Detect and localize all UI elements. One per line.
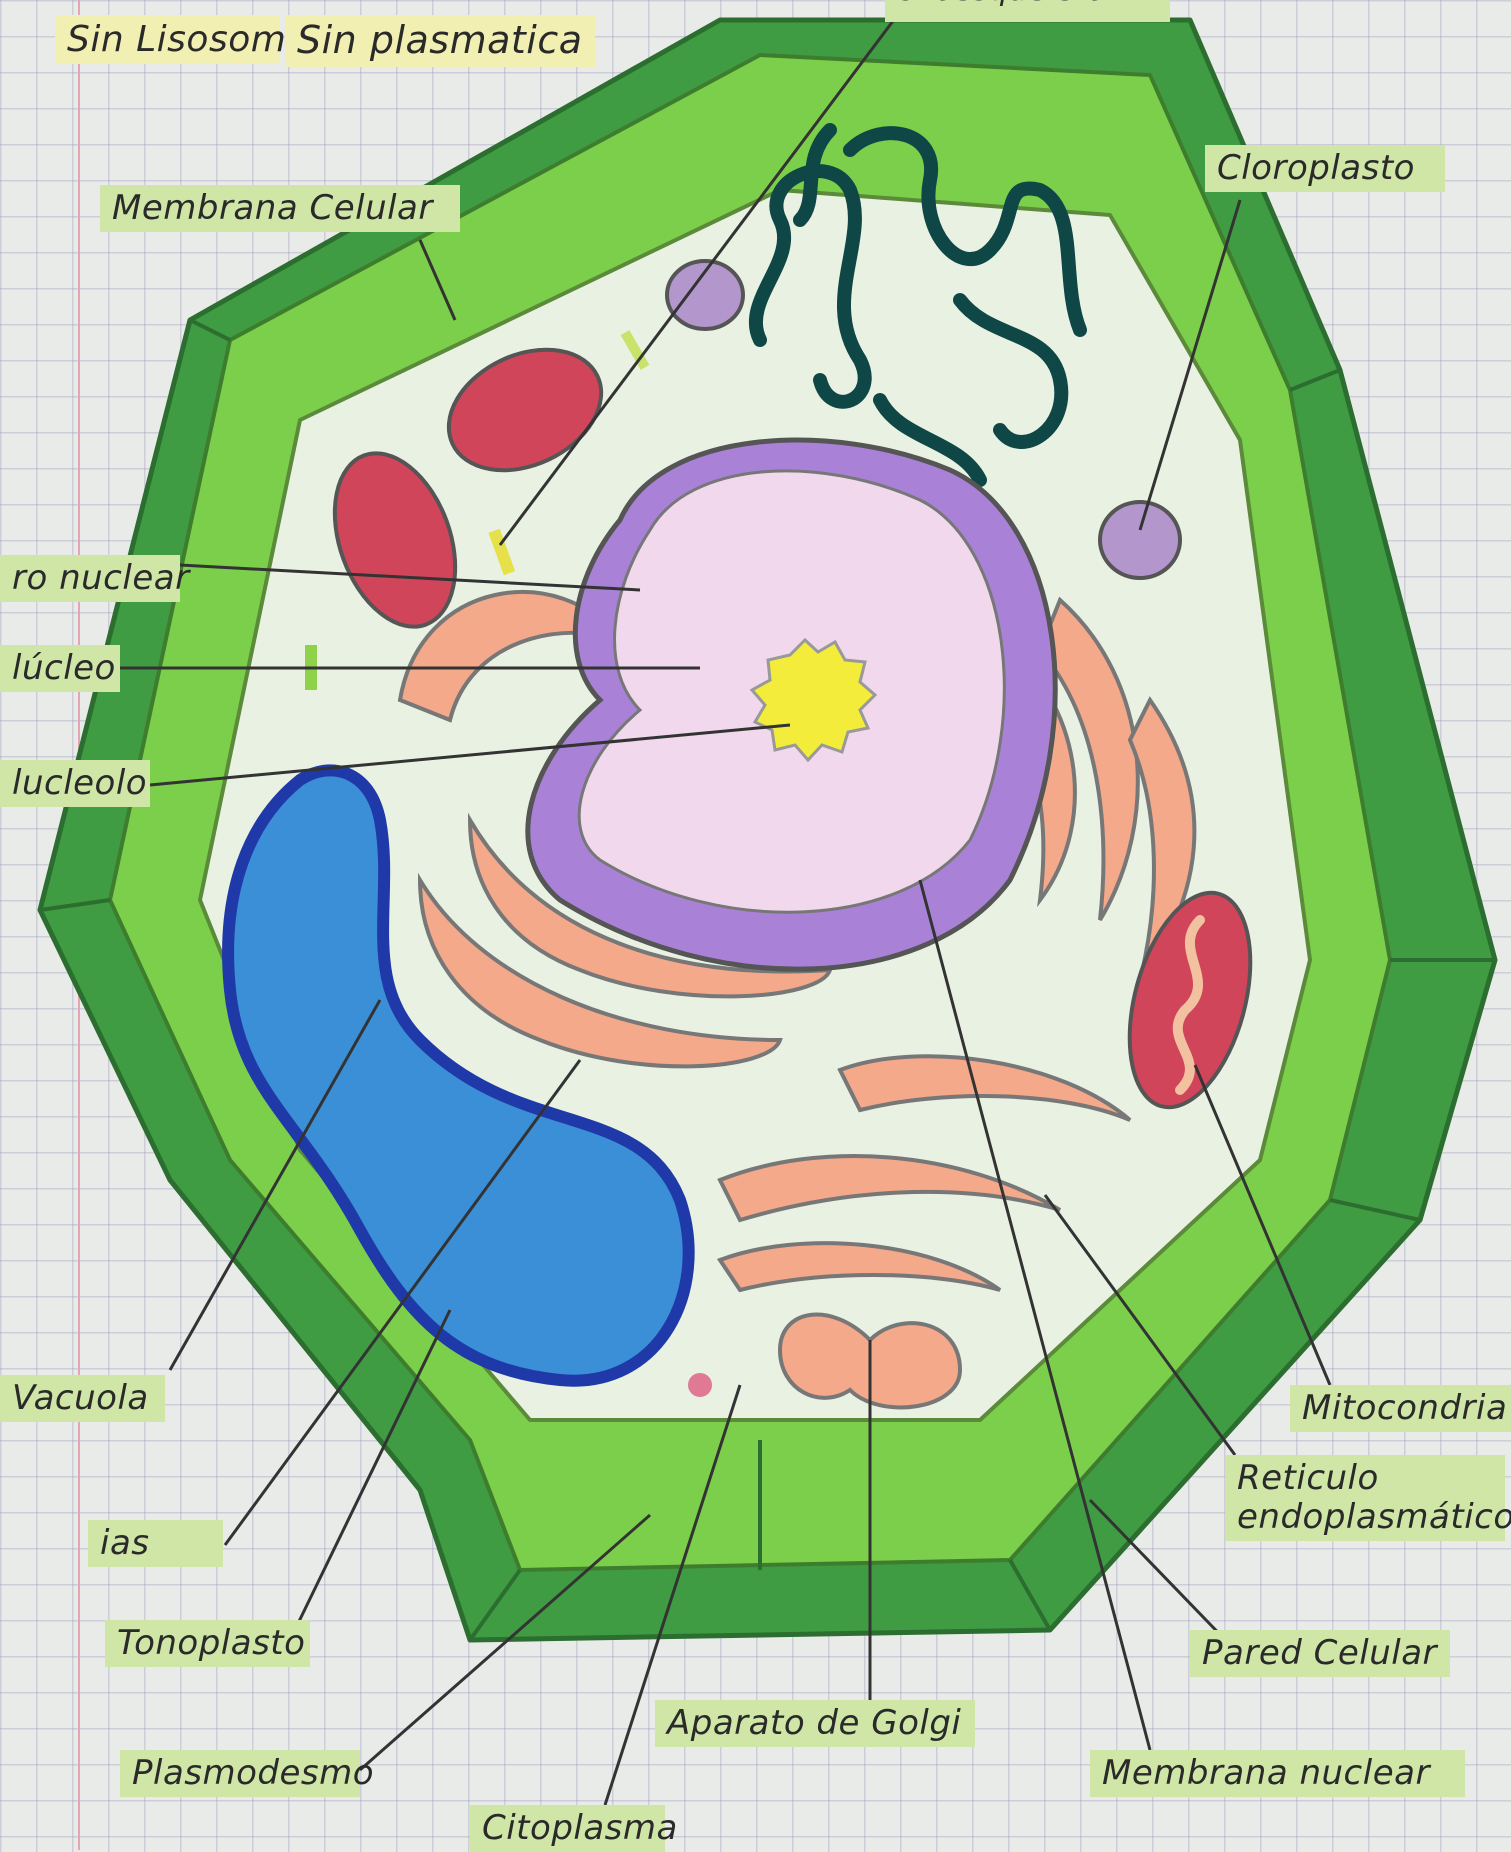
label-membrana-celular: Membrana Celular <box>100 185 460 232</box>
label-plasmodesmo-text: Plasmodesmo <box>132 1753 374 1793</box>
label-membrana-celular-text: Membrana Celular <box>112 188 433 228</box>
label-reticulo-text: Reticulo endoplasmático <box>1237 1458 1511 1537</box>
label-nucleolo: lucleolo <box>0 760 150 807</box>
label-nucleolo-text: lucleolo <box>12 763 147 803</box>
label-vacuola-text: Vacuola <box>12 1378 149 1418</box>
chloroplast <box>1100 502 1180 578</box>
note-sin-lisosomas: Sin Lisosomas <box>55 15 280 64</box>
label-mitocondria: Mitocondria <box>1290 1385 1511 1432</box>
label-cloroplasto: Cloroplasto <box>1205 145 1445 192</box>
label-nucleo-text: lúcleo <box>12 648 116 688</box>
label-citoesqueleto-text: citoesqueleto <box>897 0 1106 8</box>
label-aparato-golgi-text: Aparato de Golgi <box>667 1703 961 1743</box>
label-tonoplasto-text: Tonoplasto <box>117 1623 305 1663</box>
label-citoesqueleto: citoesqueleto <box>885 0 1170 22</box>
note-sin-plasmatica: Sin plasmatica <box>285 15 595 67</box>
label-poro-nuclear-text: ro nuclear <box>12 558 190 598</box>
label-ribosomas: ias <box>88 1520 223 1567</box>
label-vacuola: Vacuola <box>0 1375 165 1422</box>
label-poro-nuclear: ro nuclear <box>0 555 180 602</box>
small-organelle <box>688 1373 712 1397</box>
label-membrana-nuclear-text: Membrana nuclear <box>1102 1753 1430 1793</box>
note-sin-plasmatica-text: Sin plasmatica <box>297 18 583 62</box>
label-membrana-nuclear: Membrana nuclear <box>1090 1750 1465 1797</box>
label-mitocondria-text: Mitocondria <box>1302 1388 1507 1428</box>
label-ribosomas-text: ias <box>100 1523 150 1563</box>
label-citoplasma: Citoplasma <box>470 1805 665 1852</box>
label-aparato-golgi: Aparato de Golgi <box>655 1700 975 1747</box>
label-tonoplasto: Tonoplasto <box>105 1620 310 1667</box>
label-citoplasma-text: Citoplasma <box>482 1808 678 1848</box>
label-plasmodesmo: Plasmodesmo <box>120 1750 360 1797</box>
label-cloroplasto-text: Cloroplasto <box>1217 148 1415 188</box>
label-reticulo: Reticulo endoplasmático <box>1225 1455 1505 1541</box>
label-pared-celular: Pared Celular <box>1190 1630 1450 1677</box>
label-pared-celular-text: Pared Celular <box>1202 1633 1437 1673</box>
label-nucleo: lúcleo <box>0 645 120 692</box>
